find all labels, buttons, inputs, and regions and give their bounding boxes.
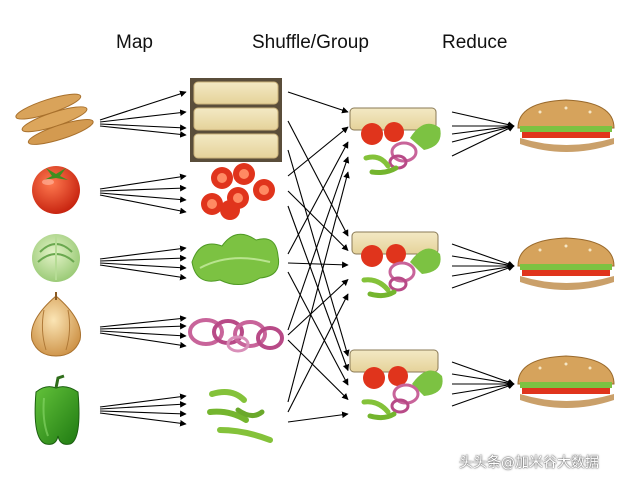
map-title: Map <box>116 32 153 53</box>
sandwich-1-icon <box>517 99 615 152</box>
shuffle-arrow <box>287 190 349 251</box>
shuffle-arrow <box>287 279 349 336</box>
map-arrow <box>99 109 187 123</box>
shuffle-arrow <box>287 271 349 386</box>
map-arrow <box>99 315 187 328</box>
ingredient-group-3 <box>349 349 443 421</box>
map-arrow <box>99 412 187 427</box>
onion-icon <box>31 292 81 357</box>
shuffle-arrow <box>287 120 349 237</box>
reduce-arrow <box>451 381 515 395</box>
ingredient-group-1 <box>349 107 441 175</box>
reduce-arrow <box>451 111 515 128</box>
reduce-arrow <box>451 382 515 407</box>
map-arrow <box>99 401 187 410</box>
shuffle-arrow <box>287 91 349 114</box>
sandwich-2-icon <box>517 237 615 290</box>
reduce-arrow <box>451 361 515 386</box>
map-arrow <box>99 194 187 215</box>
pepper-strips-icon <box>207 389 273 443</box>
shuffle-arrow <box>287 149 350 357</box>
shuffle-arrow <box>287 293 349 413</box>
reduce-arrow <box>451 125 515 157</box>
shuffle-arrow <box>287 141 349 255</box>
shuffle-arrow <box>287 171 350 403</box>
watermark: 头头条@加米谷大数据 <box>459 455 599 471</box>
reduce-arrow <box>451 373 515 387</box>
map-arrow <box>99 332 187 349</box>
shuffle-arrow <box>287 261 349 269</box>
reduce-arrow <box>451 243 515 268</box>
map-arrow <box>99 322 187 330</box>
sandwich-3-icon <box>517 355 615 408</box>
map-arrow <box>99 192 187 203</box>
ingredient-group-2 <box>351 231 441 299</box>
bread-slices-icon <box>190 78 282 162</box>
reduce-arrow <box>451 124 515 143</box>
map-arrow <box>99 330 187 339</box>
map-arrow <box>99 393 187 408</box>
map-arrow <box>99 125 187 138</box>
map-arrow <box>99 123 187 132</box>
map-arrow <box>99 264 187 281</box>
shuffle-arrow <box>287 126 349 177</box>
map-arrow <box>99 262 187 271</box>
reduce-arrow <box>451 263 515 277</box>
map-arrow <box>99 90 187 121</box>
map-arrow <box>99 245 187 260</box>
shuffle-arrow <box>287 339 349 400</box>
lettuce-leaves-icon <box>191 233 280 285</box>
arrows-layer <box>99 90 515 427</box>
reduce-arrow <box>451 255 515 269</box>
shuffle-arrow <box>287 411 349 423</box>
tomato-icon <box>32 166 80 214</box>
reduce-arrow <box>451 264 515 289</box>
reduce-title: Reduce <box>442 32 508 53</box>
map-arrow <box>99 184 187 192</box>
map-arrow <box>99 254 187 262</box>
tomato-slices-icon <box>201 163 275 220</box>
onion-rings-icon <box>188 318 284 353</box>
bread-icon <box>15 93 94 145</box>
pepper-icon <box>34 374 80 445</box>
shuffle-group-title: Shuffle/Group <box>252 32 369 53</box>
map-arrow <box>99 410 187 418</box>
map-arrow <box>99 173 187 190</box>
shuffle-arrow <box>287 156 350 331</box>
lettuce-icon <box>32 234 80 282</box>
reduce-arrow <box>451 123 515 135</box>
